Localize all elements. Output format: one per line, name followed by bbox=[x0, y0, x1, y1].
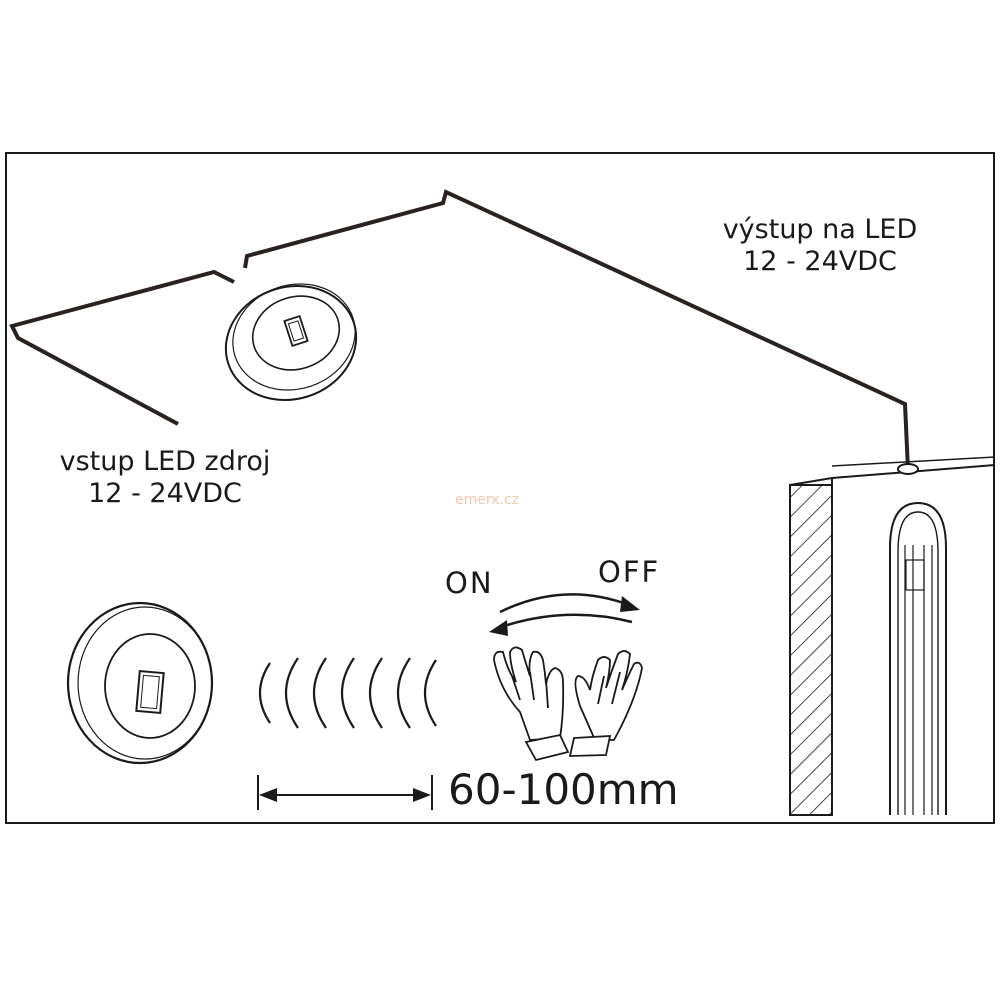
sensor-waves bbox=[259, 657, 437, 729]
input-wire bbox=[9, 269, 235, 426]
wall-section bbox=[789, 484, 833, 816]
output-label-line1: výstup na LED bbox=[722, 214, 918, 245]
hand-icon bbox=[493, 646, 643, 762]
input-label-line1: vstup LED zdroj bbox=[59, 446, 271, 477]
off-label: OFF bbox=[598, 555, 661, 589]
on-label: ON bbox=[445, 566, 494, 600]
cabinet bbox=[789, 456, 996, 816]
input-label: vstup LED zdroj 12 - 24VDC bbox=[30, 446, 300, 511]
wiring bbox=[9, 189, 910, 471]
sensor-front bbox=[66, 601, 214, 765]
watermark: emerx.cz bbox=[455, 492, 520, 508]
gesture-arrows bbox=[489, 593, 640, 636]
sensor-top bbox=[224, 283, 358, 402]
output-label-line2: 12 - 24VDC bbox=[743, 246, 897, 278]
output-wire bbox=[243, 189, 910, 471]
output-label: výstup na LED 12 - 24VDC bbox=[690, 214, 950, 279]
distance-label: 60-100mm bbox=[448, 765, 679, 814]
input-label-line2: 12 - 24VDC bbox=[88, 478, 242, 510]
diagram-frame bbox=[5, 152, 995, 824]
distance-arrow bbox=[257, 775, 433, 810]
